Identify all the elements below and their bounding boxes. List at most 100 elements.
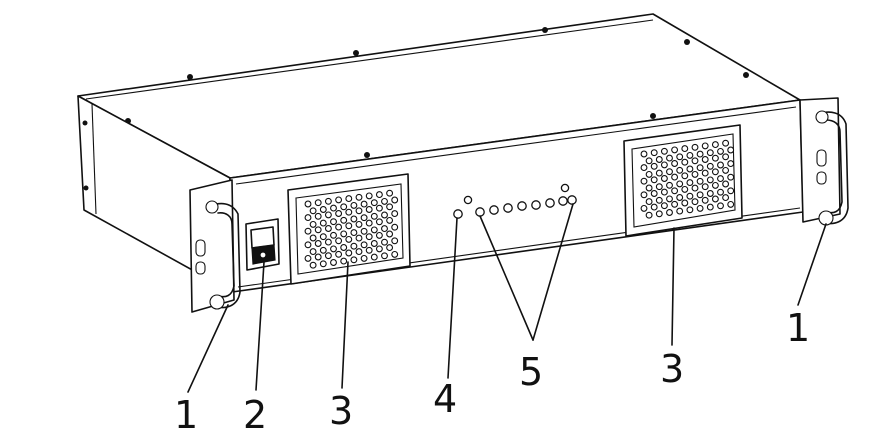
grille-hole xyxy=(711,154,719,162)
leader-lines xyxy=(187,203,827,393)
grille-hole xyxy=(640,191,648,199)
grille-hole xyxy=(381,225,388,233)
grille-hole xyxy=(309,207,317,215)
grille-hole xyxy=(686,206,694,214)
status-led xyxy=(567,195,577,205)
grille-hole xyxy=(335,250,343,258)
callout-3-left: 3 xyxy=(329,389,353,433)
grille-hole xyxy=(391,250,399,258)
grille-hole xyxy=(691,184,699,192)
grille-hole xyxy=(381,252,388,260)
grille-hole xyxy=(640,204,648,212)
status-led-upper xyxy=(560,183,570,193)
top-screw xyxy=(353,50,359,56)
top-screw xyxy=(684,39,690,45)
grille-hole xyxy=(381,238,388,246)
grille-hole xyxy=(722,180,730,188)
grille-hole xyxy=(335,237,343,245)
grille-hole xyxy=(701,142,709,150)
callout-1-right: 1 xyxy=(786,306,810,350)
grille-hole xyxy=(655,156,663,163)
grille-hole xyxy=(309,261,317,269)
right-handle xyxy=(817,111,849,225)
grille-hole xyxy=(314,199,322,207)
callout-1-left: 1 xyxy=(174,393,198,437)
grille-hole xyxy=(370,253,378,261)
grille-hole xyxy=(335,223,343,231)
grille-hole xyxy=(370,240,378,247)
grille-hole xyxy=(360,227,368,235)
grille-hole xyxy=(391,223,399,231)
grille-hole xyxy=(386,244,394,252)
grille-hole xyxy=(640,164,648,172)
grille-hole xyxy=(671,187,679,195)
grille-hole xyxy=(717,202,724,210)
top-screw xyxy=(743,72,749,78)
grille-hole xyxy=(655,183,663,191)
grille-hole xyxy=(345,195,353,203)
grille-hole xyxy=(650,176,658,184)
status-led xyxy=(503,203,513,213)
top-screw xyxy=(364,152,370,158)
grille-hole xyxy=(345,208,353,216)
top-screw xyxy=(650,113,656,119)
grille-hole xyxy=(681,172,689,180)
grille-hole xyxy=(717,188,724,196)
grille-hole xyxy=(655,210,663,218)
grille-hole xyxy=(330,204,337,212)
grille-hole xyxy=(355,220,363,228)
grille-hole xyxy=(386,203,394,211)
grille-hole xyxy=(345,249,353,257)
grille-hole xyxy=(681,185,689,193)
grille-hole xyxy=(375,204,383,212)
grille-hole xyxy=(319,260,327,268)
grille-hole xyxy=(711,181,719,189)
grille-hole xyxy=(660,175,668,182)
status-led xyxy=(558,196,568,206)
grille-hole xyxy=(340,244,348,251)
grille-hole xyxy=(711,141,719,149)
grille-hole xyxy=(319,233,327,241)
grille-hole xyxy=(365,246,373,254)
grille-hole xyxy=(727,187,735,195)
grille-hole xyxy=(722,166,730,174)
grille-hole xyxy=(304,241,312,249)
grille-hole xyxy=(706,203,714,211)
grille-hole xyxy=(355,248,363,256)
grille-hole xyxy=(660,161,668,169)
indicator-led-4 xyxy=(453,209,463,219)
callout-5: 5 xyxy=(519,350,543,394)
grille-hole xyxy=(691,170,699,178)
grille-hole xyxy=(701,169,709,177)
callout-2: 2 xyxy=(243,393,267,437)
ear-slot xyxy=(816,171,827,185)
grille-hole xyxy=(350,242,358,250)
grille-hole xyxy=(391,196,399,204)
grille-hole xyxy=(686,179,694,187)
grille-hole xyxy=(340,216,348,224)
grille-hole xyxy=(330,259,337,266)
grille-hole xyxy=(319,219,327,227)
grille-hole xyxy=(319,246,327,254)
grille-hole xyxy=(324,197,332,205)
power-switch xyxy=(245,218,280,271)
grille-hole xyxy=(660,202,668,210)
grille-hole xyxy=(722,194,730,202)
indicator-led-4-upper xyxy=(463,195,473,205)
status-led-row xyxy=(475,183,577,217)
grille-hole xyxy=(391,237,399,245)
grille-hole xyxy=(386,189,394,197)
grille-hole xyxy=(711,195,719,203)
grille-hole xyxy=(375,218,383,226)
grille-hole xyxy=(727,146,735,154)
side-screw xyxy=(82,120,88,126)
grille-hole xyxy=(350,201,358,209)
grille-hole xyxy=(696,177,704,185)
grille-hole xyxy=(381,211,388,219)
grille-hole xyxy=(722,153,730,161)
grille-hole xyxy=(706,162,714,170)
grille-hole xyxy=(676,194,684,201)
grille-hole xyxy=(355,193,363,201)
grille-hole xyxy=(666,154,673,162)
